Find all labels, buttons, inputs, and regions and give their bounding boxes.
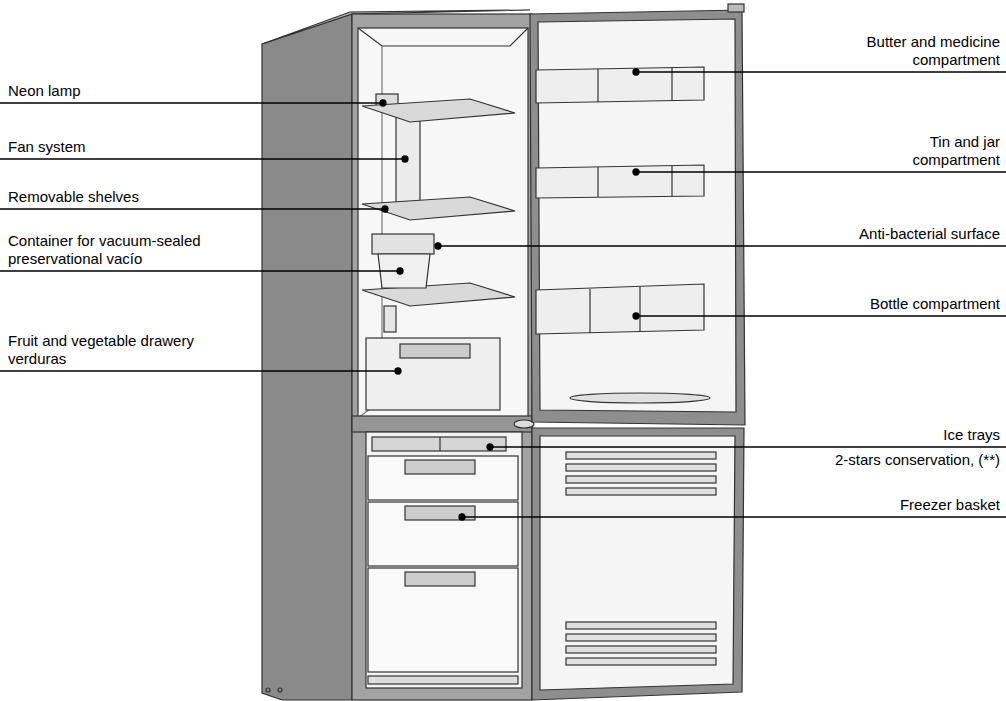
freezer-drawer bbox=[368, 568, 518, 672]
ice-tray bbox=[372, 437, 506, 451]
door-stripe bbox=[566, 488, 716, 495]
leader-line bbox=[0, 102, 383, 103]
cavity-depth bbox=[358, 28, 528, 46]
leader-line bbox=[0, 208, 385, 209]
bin-divider bbox=[671, 166, 672, 196]
callout-label: 2-stars conservation, (**) bbox=[700, 451, 1000, 469]
front-frame bbox=[352, 14, 532, 700]
leader-dot bbox=[402, 156, 408, 162]
bottle-bin bbox=[536, 284, 704, 334]
callout-label: Anti-bacterial surface bbox=[700, 225, 1000, 243]
callout-label: Tin and jar compartment bbox=[900, 133, 1000, 169]
bottom-strip bbox=[368, 676, 518, 684]
callout-label: Freezer basket bbox=[700, 496, 1000, 514]
divider bbox=[352, 416, 532, 432]
fan-channel bbox=[396, 112, 420, 202]
bin-divider bbox=[597, 69, 598, 102]
ice-tray-divider bbox=[439, 437, 440, 451]
leader-dot bbox=[633, 313, 639, 319]
door-liner bbox=[540, 436, 735, 690]
drawer-handle bbox=[405, 572, 475, 586]
drawer-handle bbox=[400, 344, 470, 358]
leader-line bbox=[0, 158, 405, 159]
door-ridge bbox=[570, 393, 710, 403]
shelf bbox=[362, 99, 515, 122]
door-stripe bbox=[566, 658, 716, 665]
leader-dot bbox=[633, 69, 639, 75]
bin-divider bbox=[589, 289, 590, 333]
drawer-handle bbox=[405, 460, 475, 474]
fridge-door bbox=[530, 4, 745, 700]
leader-dot bbox=[435, 243, 441, 249]
fridge-cavity bbox=[358, 28, 528, 418]
leader-dot bbox=[633, 169, 639, 175]
callout-label: Container for vacuum-sealed preservation… bbox=[8, 232, 223, 268]
callout-label: Fruit and vegetable drawery verduras bbox=[8, 332, 243, 368]
fruit-drawer bbox=[366, 338, 500, 410]
leader-dot bbox=[487, 444, 493, 450]
shelf bbox=[362, 197, 515, 220]
leader-line bbox=[490, 446, 1006, 447]
door-stripe bbox=[566, 646, 716, 653]
freezer-drawer bbox=[368, 502, 518, 566]
bin-divider bbox=[639, 287, 640, 332]
door-stripe bbox=[566, 634, 716, 641]
vacuum-container bbox=[372, 234, 434, 254]
door-stripe bbox=[566, 476, 716, 483]
tin-bin bbox=[536, 165, 704, 198]
vacuum-tube bbox=[384, 306, 396, 332]
door-stripe bbox=[566, 464, 716, 471]
leader-line bbox=[636, 71, 1006, 72]
divider-knob bbox=[514, 420, 534, 428]
side-wall bbox=[262, 14, 352, 700]
bin-divider bbox=[597, 167, 598, 197]
lower-door bbox=[532, 428, 744, 700]
leader-line bbox=[636, 315, 1006, 316]
leader-dot bbox=[397, 268, 403, 274]
leader-dot bbox=[459, 514, 465, 520]
leader-dot bbox=[395, 368, 401, 374]
leader-line bbox=[0, 370, 398, 371]
callout-label: Neon lamp bbox=[8, 82, 308, 100]
door-stripe bbox=[566, 452, 716, 459]
callout-label: Fan system bbox=[8, 138, 308, 156]
bin-divider bbox=[671, 68, 672, 101]
leader-dot bbox=[380, 100, 386, 106]
freezer-cavity bbox=[366, 432, 522, 688]
leader-line bbox=[636, 171, 1006, 172]
leader-line bbox=[462, 516, 1006, 517]
fridge-body bbox=[262, 10, 534, 700]
callout-label: Removable shelves bbox=[8, 188, 308, 206]
callout-label: Ice trays bbox=[700, 426, 1000, 444]
leader-lines bbox=[0, 69, 1006, 520]
screw bbox=[266, 688, 270, 692]
door-stripe bbox=[566, 622, 716, 629]
screw bbox=[278, 688, 282, 692]
leader-dot bbox=[382, 206, 388, 212]
drawer-handle bbox=[405, 506, 475, 520]
leader-line bbox=[438, 245, 1006, 246]
leader-line bbox=[0, 270, 400, 271]
freezer-drawer bbox=[368, 456, 518, 500]
hinge bbox=[728, 4, 744, 12]
callout-label: Bottle compartment bbox=[700, 295, 1000, 313]
callout-label: Butter and medicine compartment bbox=[840, 33, 1000, 69]
